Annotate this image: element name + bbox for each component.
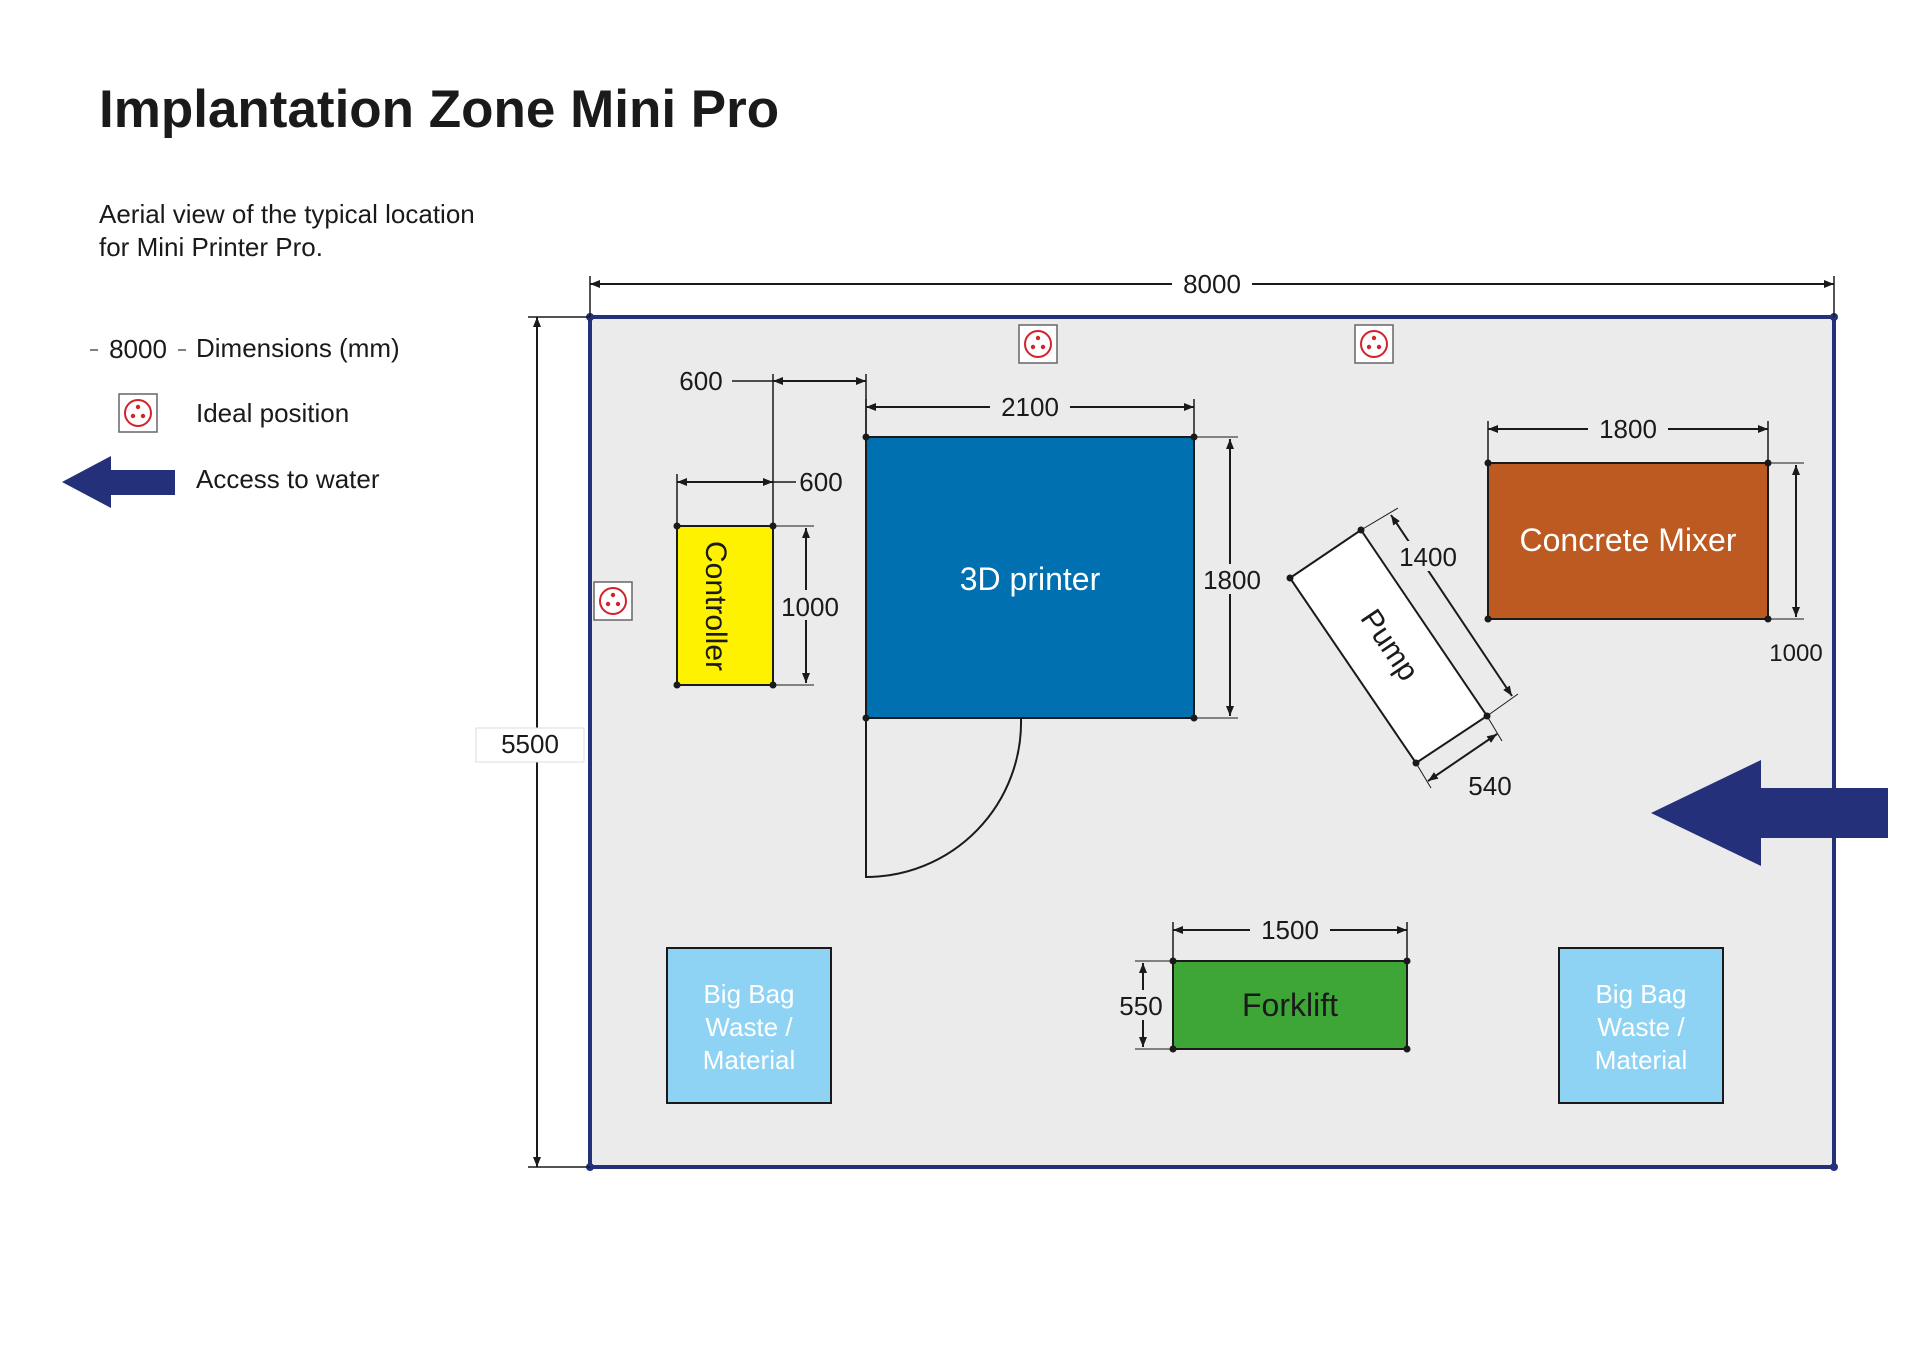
ideal-position-icon <box>593 581 633 621</box>
printer-width-label: 2100 <box>1001 392 1059 422</box>
controller-depth-dimension: 1000 <box>773 525 839 686</box>
forklift-depth-dimension: 550 <box>1116 960 1173 1050</box>
zone-height-dimension: 5500 <box>475 316 590 1168</box>
legend-dimension-sample-text: 8000 <box>109 334 167 364</box>
bigbag-left-line-2: Waste / <box>705 1012 793 1042</box>
water-access-arrow-icon <box>1651 760 1888 866</box>
bigbag-right-box <box>1558 947 1724 1104</box>
controller-width-label: 600 <box>799 467 842 497</box>
controller-depth-label: 1000 <box>781 592 839 622</box>
printer-depth-label: 1800 <box>1203 565 1261 595</box>
subtitle: Aerial view of the typical location for … <box>99 198 475 264</box>
ideal-position-icon <box>1018 324 1058 364</box>
water-access-arrow-icon <box>62 456 175 508</box>
bigbag-left-box <box>666 947 832 1104</box>
ideal-position-icon <box>1354 324 1394 364</box>
forklift-box <box>1172 960 1408 1050</box>
mixer-width-dimension: 1800 <box>1487 414 1769 463</box>
legend-dimensions-label: Dimensions (mm) <box>196 333 400 363</box>
zone-height-label: 5500 <box>501 729 559 759</box>
forklift-depth-label: 550 <box>1119 991 1162 1021</box>
pump-width-dimension: 540 <box>1415 715 1512 801</box>
mixer-box <box>1487 462 1769 620</box>
ideal-position-icon <box>118 393 158 433</box>
mixer-label: Concrete Mixer <box>1520 522 1737 558</box>
subtitle-line-1: Aerial view of the typical location <box>99 199 475 229</box>
forklift-label: Forklift <box>1242 987 1338 1023</box>
subtitle-line-2: for Mini Printer Pro. <box>99 232 323 262</box>
bigbag-right-line-3: Material <box>1595 1045 1687 1075</box>
bigbag-right-line-2: Waste / <box>1597 1012 1685 1042</box>
forklift-width-dimension: 1500 <box>1172 915 1408 961</box>
legend-dimension-sample: 8000 <box>90 334 186 364</box>
printer-depth-dimension: 1800 <box>1194 436 1264 719</box>
mixer-depth-dimension: 1000 <box>1768 462 1823 667</box>
pump-length-label: 1400 <box>1399 542 1457 572</box>
bigbag-left-line-1: Big Bag <box>703 979 794 1009</box>
bigbag-right-line-1: Big Bag <box>1595 979 1686 1009</box>
legend-water-access-label: Access to water <box>196 464 380 494</box>
zone-width-dimension: 8000 <box>589 269 1835 317</box>
controller-label: Controller <box>699 541 732 671</box>
mixer-width-label: 1800 <box>1599 414 1657 444</box>
controller-box <box>676 525 774 686</box>
pump-width-label: 540 <box>1468 771 1511 801</box>
zone-width-label: 8000 <box>1183 269 1241 299</box>
mixer-depth-label: 1000 <box>1769 640 1822 667</box>
printer-width-dimension: 2100 <box>865 392 1195 437</box>
printer-box <box>865 436 1195 719</box>
bigbag-left-line-3: Material <box>703 1045 795 1075</box>
controller-offset-label: 600 <box>679 366 722 396</box>
legend-ideal-position-label: Ideal position <box>196 398 350 428</box>
printer-label: 3D printer <box>960 561 1101 597</box>
printer-door-swing <box>865 717 1023 879</box>
page-title: Implantation Zone Mini Pro <box>99 80 780 139</box>
pump-length-dimension: 1400 <box>1360 507 1519 717</box>
controller-offset-dimension: 600 <box>679 366 867 526</box>
controller-width-dimension: 600 <box>676 467 843 526</box>
forklift-width-label: 1500 <box>1261 915 1319 945</box>
